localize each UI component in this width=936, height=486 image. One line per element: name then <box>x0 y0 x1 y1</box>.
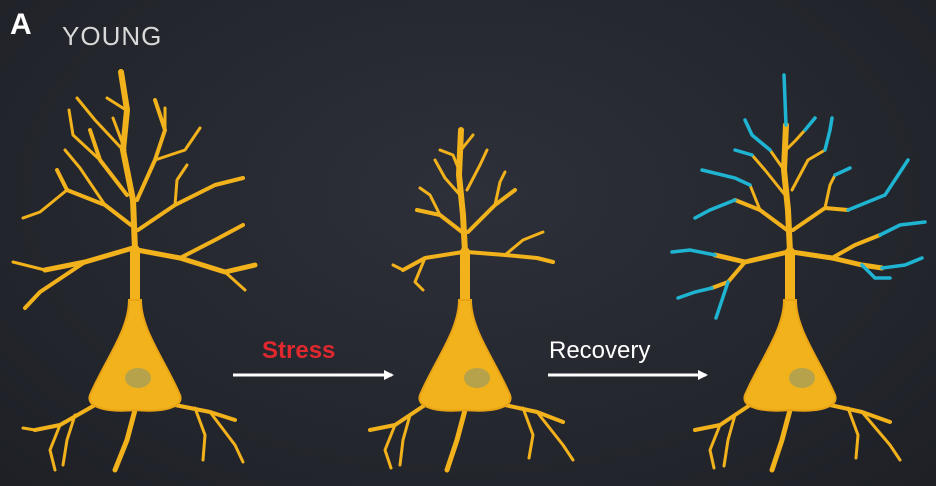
nucleus <box>464 368 490 388</box>
nucleus <box>125 368 151 388</box>
panel-letter: A <box>10 8 32 41</box>
recovery-label: Recovery <box>549 337 651 364</box>
stress-label: Stress <box>262 337 336 364</box>
neuron-recovered <box>670 73 927 473</box>
neuron-stressed <box>368 127 575 473</box>
nucleus <box>789 368 815 388</box>
neuron-baseline <box>11 69 258 473</box>
panel-title: YOUNG <box>62 21 163 51</box>
regrowth-segments <box>670 73 927 320</box>
